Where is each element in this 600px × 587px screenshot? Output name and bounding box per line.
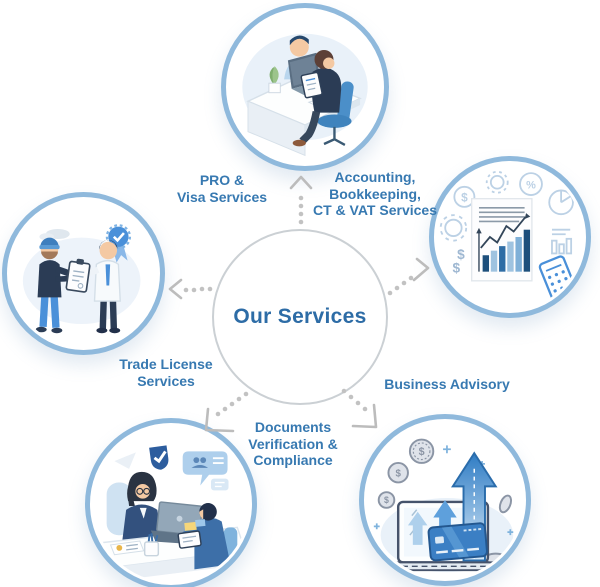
node-business-advisory-inner: $ $ $ (367, 422, 523, 578)
plant (268, 66, 281, 94)
label-business-advisory: Business Advisory (384, 376, 510, 392)
svg-text:$: $ (395, 469, 401, 480)
label-trade-license-services: Trade License Services (119, 356, 213, 389)
node-pro-visa (221, 3, 389, 171)
accounting-illustration: $ % $ $ (439, 170, 577, 301)
svg-text:$: $ (457, 247, 465, 262)
svg-text:$: $ (384, 495, 389, 505)
credit-card-icon (427, 522, 488, 562)
license-handover-illustration (22, 224, 141, 334)
gear-icon (489, 174, 505, 190)
node-trade-license-inner (10, 200, 157, 347)
calculator-icon (538, 255, 577, 301)
label-pro-visa-services: PRO & Visa Services (176, 172, 268, 205)
label-documents-verification: Documents Verification & Compliance (248, 419, 338, 469)
label-accounting-bookkeeping: Accounting, Bookkeeping, CT & VAT Servic… (313, 169, 437, 219)
node-business-advisory: $ $ $ (359, 414, 531, 586)
license-clipboard (65, 258, 91, 293)
node-documents-verification-inner (93, 426, 249, 582)
documents (109, 540, 145, 556)
arrowhead-up (289, 175, 313, 190)
verification-illustration (97, 445, 247, 582)
cloud-icon (39, 228, 70, 241)
svg-text:$: $ (453, 261, 461, 276)
percent-circle-icon (519, 172, 543, 196)
arrowhead-left (168, 278, 183, 300)
center-title: Our Services (233, 305, 367, 328)
svg-text:$: $ (419, 446, 425, 458)
node-documents-verification (85, 418, 257, 587)
growth-illustration: $ $ $ (373, 438, 514, 573)
check-shield-icon (149, 445, 169, 470)
node-trade-license (2, 192, 165, 355)
consultation-illustration (242, 33, 368, 157)
gear-icon (439, 214, 468, 242)
svg-text:$: $ (461, 190, 468, 204)
arrowhead-up-right (412, 257, 430, 282)
arrowhead-down-right (351, 403, 378, 429)
node-accounting: $ % $ $ (429, 156, 591, 318)
finance-outline-icons (439, 170, 574, 255)
client-figure (177, 503, 238, 570)
center-circle: Our Services (212, 229, 388, 405)
officer-figure (77, 239, 121, 334)
bar-chart-icon (551, 228, 573, 255)
node-accounting-inner: $ % $ $ (437, 164, 583, 310)
applicant-figure (35, 237, 77, 334)
svg-text:%: % (526, 180, 536, 192)
pen-holder (143, 533, 160, 557)
chat-bubble-icon (182, 451, 229, 491)
pie-chart-icon (548, 189, 574, 216)
dollar-coin-icon (453, 185, 476, 208)
chart-document (470, 197, 533, 282)
client-figure (292, 49, 354, 147)
node-pro-visa-inner (229, 11, 381, 163)
